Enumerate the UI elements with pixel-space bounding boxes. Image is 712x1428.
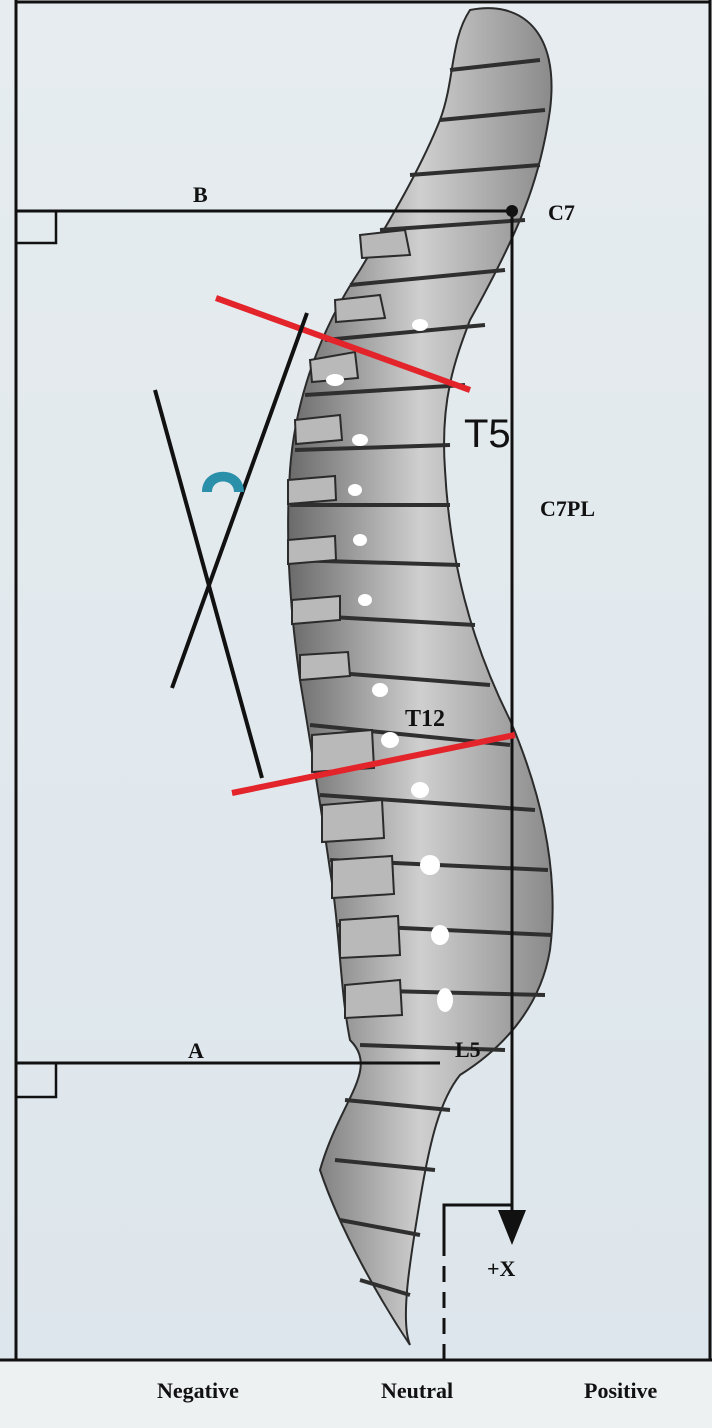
label-b: B xyxy=(193,182,208,207)
label-c7pl: C7PL xyxy=(540,496,595,521)
scale-negative: Negative xyxy=(157,1378,239,1404)
label-t12: T12 xyxy=(405,706,445,732)
scale-neutral: Neutral xyxy=(381,1378,453,1404)
label-plus-x: +X xyxy=(487,1256,516,1281)
label-a: A xyxy=(188,1038,204,1063)
label-t5: T5 xyxy=(464,412,511,456)
label-c7: C7 xyxy=(548,200,575,225)
label-l5: L5 xyxy=(455,1037,481,1062)
scale-positive: Positive xyxy=(584,1378,657,1404)
